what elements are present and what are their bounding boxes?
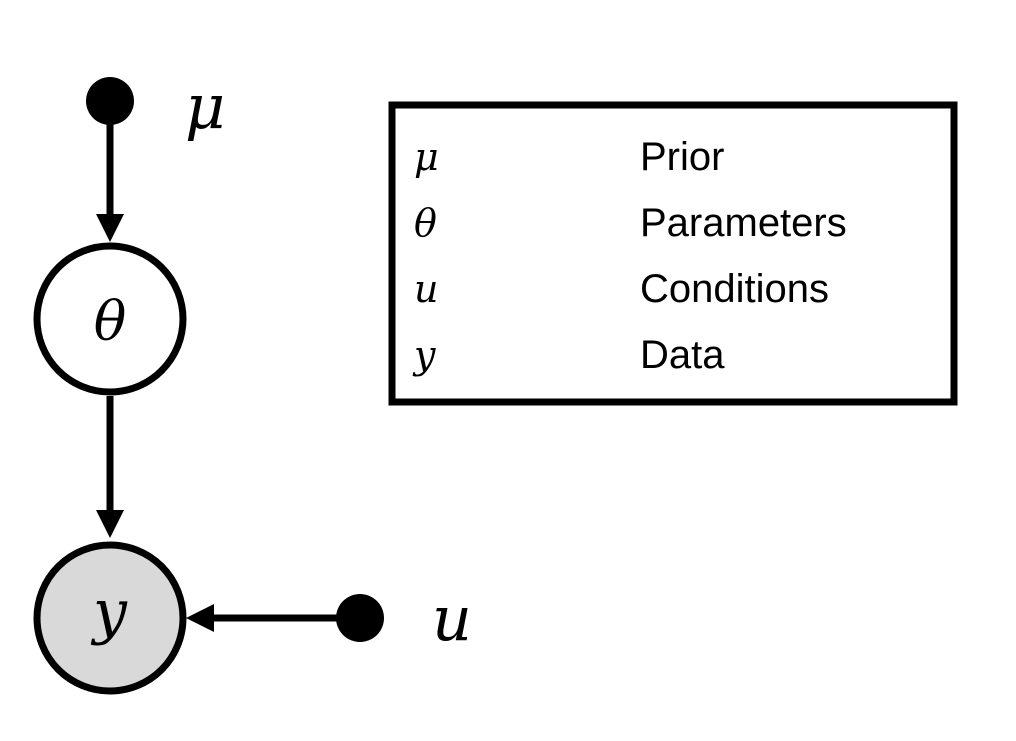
node-theta-label: θ [94,290,127,353]
node-theta-circle [33,242,187,396]
node-u-dot [336,594,384,642]
legend-symbol-conditions: u [414,267,438,311]
node-mu-label: μ [185,70,225,143]
legend-symbol-parameters: θ [414,201,437,245]
edge-mu-to-theta [96,120,124,242]
edge-u-to-y [186,604,340,632]
legend-box [388,101,958,406]
node-u: u [336,582,472,655]
node-mu-dot [86,77,134,125]
node-y: y [33,541,187,695]
legend-label-conditions: Conditions [640,267,829,311]
node-u-label: u [432,582,472,655]
legend: μ Prior θ Parameters u Conditions y Data [388,101,958,406]
legend-label-data: Data [640,333,725,377]
legend-symbol-prior: μ [414,135,439,179]
node-theta: θ [33,242,187,396]
node-mu: μ [86,70,225,143]
legend-symbol-data: y [412,333,436,377]
legend-label-prior: Prior [640,135,724,179]
node-y-label: y [90,577,128,647]
edge-theta-to-y [96,396,124,538]
node-y-circle [33,541,187,695]
legend-label-parameters: Parameters [640,201,847,245]
